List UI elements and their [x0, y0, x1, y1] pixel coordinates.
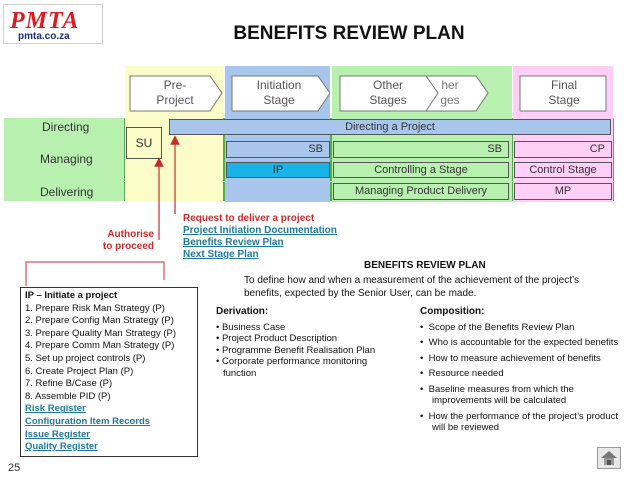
brp-heading: BENEFITS REVIEW PLAN: [364, 260, 486, 271]
arrow-final-stage: [519, 75, 607, 112]
composition-item: • How to measure achievement of benefits: [420, 352, 601, 364]
sb1-box[interactable]: SB: [226, 141, 330, 158]
su-box[interactable]: SU: [126, 127, 162, 159]
cp-box[interactable]: CP: [514, 141, 612, 158]
ip-panel: IP – Initiate a project 1. Prepare Risk …: [20, 287, 198, 457]
label-delivering: Delivering: [40, 185, 94, 199]
composition-block: Composition: • Scope of the Benefits Rev…: [420, 306, 620, 434]
derivation-item: • Business Case: [216, 321, 286, 333]
ip-step: 3. Prepare Quality Man Strategy (P): [25, 327, 177, 339]
arrow-other-stages: [339, 75, 439, 112]
link-brp[interactable]: Benefits Review Plan: [183, 237, 284, 248]
derivation-item: • Corporate performance monitoring funct…: [216, 356, 368, 379]
composition-title: Composition:: [420, 306, 485, 317]
link-pid[interactable]: Project Initiation Documentation: [183, 225, 337, 236]
managing-delivery-box[interactable]: Managing Product Delivery: [333, 183, 509, 200]
composition-item: • Who is accountable for the expected be…: [420, 337, 619, 348]
label-directing: Directing: [42, 120, 90, 134]
page-number: 25: [8, 462, 21, 474]
mp-box[interactable]: MP: [514, 183, 612, 200]
ip-step: 6. Create Project Plan (P): [25, 365, 134, 377]
ip-step: 7. Refine B/Case (P): [25, 378, 113, 390]
page-title: BENEFITS REVIEW PLAN: [233, 23, 465, 44]
ip-step: 2. Prepare Config Man Strategy (P): [25, 315, 174, 327]
arrow-initiation: [231, 75, 331, 112]
brp-definition: To define how and when a measurement of …: [244, 275, 580, 299]
composition-item: • How the performance of the project’s p…: [420, 410, 619, 434]
home-icon-glyph: [601, 451, 617, 465]
composition-item: • Scope of the Benefits Review Plan: [420, 321, 575, 333]
control-stage-box[interactable]: Control Stage: [514, 162, 612, 178]
red-arrows: [25, 135, 180, 286]
directing-project-box[interactable]: Directing a Project: [169, 119, 611, 135]
stage-final: Final Stage: [548, 78, 580, 107]
request-label: Request to deliver a project: [183, 213, 315, 224]
ip-panel-title: IP – Initiate a project: [25, 290, 118, 301]
stage-initiation: Initiation Stage: [256, 78, 302, 107]
pmta-logo[interactable]: PMTA pmta.co.za: [3, 4, 103, 44]
authorise-label: Authorise to proceed: [102, 229, 154, 252]
logo-url: pmta.co.za: [18, 31, 70, 42]
stage-ghost: her ges: [440, 78, 460, 107]
link-risk-register[interactable]: Risk Register: [25, 403, 86, 415]
request-block: Request to deliver a project Project Ini…: [183, 213, 337, 261]
stage-other: Other Stages: [369, 78, 407, 107]
derivation-item: • Project Product Description: [216, 333, 338, 344]
ip-step: 8. Assemble PID (P): [25, 390, 111, 402]
derivation-title: Derivation:: [216, 306, 269, 317]
ip-step: 4. Prepare Comm Man Strategy (P): [25, 340, 175, 352]
ip-step: 1. Prepare Risk Man Strategy (P): [25, 302, 165, 314]
sb2-box[interactable]: SB: [333, 141, 509, 158]
composition-item: • Baseline measures from which the impro…: [420, 383, 574, 407]
derivation-item: • Programme Benefit Realisation Plan: [216, 344, 376, 356]
derivation-block: Derivation: • Business Case • Project Pr…: [216, 306, 396, 379]
controlling-stage-box[interactable]: Controlling a Stage: [333, 162, 509, 178]
link-config-item-records[interactable]: Configuration Item Records: [25, 415, 151, 427]
composition-item: • Resource needed: [420, 368, 504, 379]
row-label-bg: [4, 118, 124, 201]
home-icon[interactable]: [597, 447, 621, 469]
link-quality-register[interactable]: Quality Register: [25, 441, 98, 453]
ip-step: 5. Set up project controls (P): [25, 352, 146, 364]
stage-arrows: [129, 75, 607, 112]
link-next-stage-plan[interactable]: Next Stage Plan: [183, 249, 259, 260]
ip-box[interactable]: IP: [226, 162, 330, 178]
link-issue-register[interactable]: Issue Register: [25, 428, 90, 440]
logo-text: PMTA: [10, 8, 80, 34]
stage-pre-project: Pre- Project: [156, 78, 194, 107]
label-managing: Managing: [40, 152, 93, 166]
arrow-pre-project: [129, 75, 223, 112]
ip-connector: [25, 261, 165, 286]
